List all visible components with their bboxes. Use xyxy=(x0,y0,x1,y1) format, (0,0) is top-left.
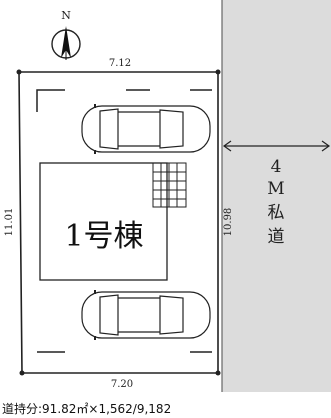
north-compass: N xyxy=(51,9,81,60)
road-width-value: 4 xyxy=(271,157,282,177)
corner-marker xyxy=(19,370,25,376)
road-width-unit: M xyxy=(267,179,284,199)
building-label: 1号棟 xyxy=(64,219,143,254)
building-footprint xyxy=(39,162,168,281)
road-share-note: 道持分:91.82㎡×1,562/9,182 xyxy=(2,402,172,416)
road-type-char-2: 道 xyxy=(268,227,285,247)
staircase-grid xyxy=(152,162,187,208)
corner-marker xyxy=(215,370,221,376)
corner-marker xyxy=(215,69,221,75)
bottom-dimension: 7.20 xyxy=(111,379,133,390)
north-label: N xyxy=(61,9,71,22)
parked-car-bottom-icon xyxy=(81,290,211,340)
top-dimension: 7.12 xyxy=(109,58,131,69)
corner-marker xyxy=(16,69,22,75)
parking-brackets xyxy=(36,89,212,353)
left-dimension: 11.01 xyxy=(4,208,15,237)
cropped-header-fragment: ▔▔▔▔▔ ▔▔▔▔ xyxy=(14,0,111,5)
road-type-char-1: 私 xyxy=(268,203,285,223)
road-width-arrow xyxy=(222,140,331,152)
private-road-area xyxy=(222,0,331,392)
parked-car-top-icon xyxy=(81,104,211,154)
right-dimension: 10.98 xyxy=(223,208,234,237)
